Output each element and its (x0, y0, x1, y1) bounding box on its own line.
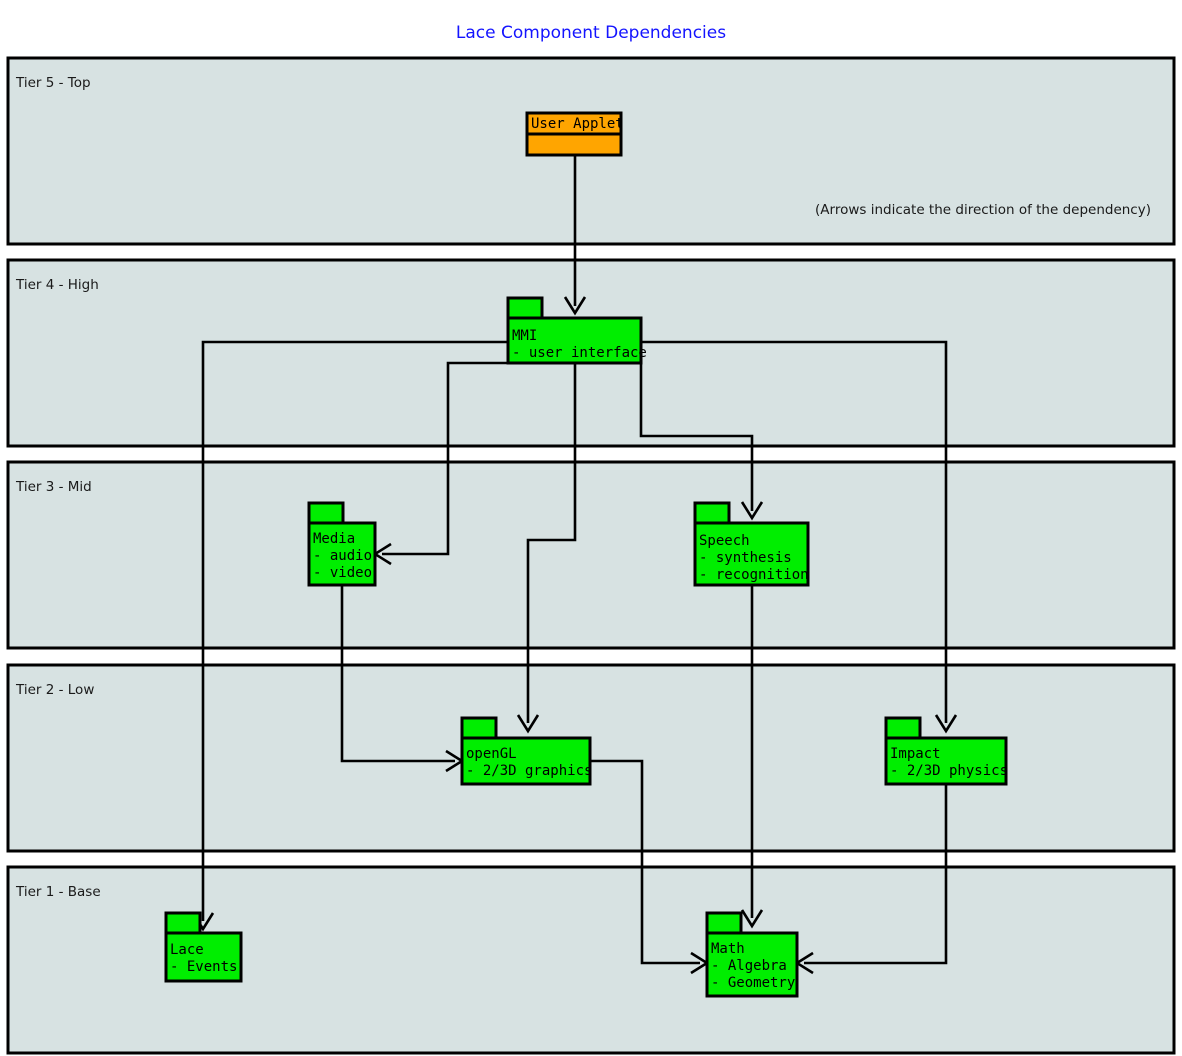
package-name: openGL (466, 746, 517, 762)
dependency-arrowhead (740, 501, 764, 521)
package-item: - Algebra (711, 958, 787, 974)
dependency-line (804, 784, 948, 965)
package-item: - recognition (699, 567, 809, 583)
package-mmi[interactable]: MMI- user interface (506, 296, 647, 365)
package-name: Lace (170, 942, 204, 958)
package-body (693, 521, 810, 587)
package-name: MMI (512, 328, 537, 344)
package-name: Media (313, 531, 355, 547)
dependency-line (526, 363, 577, 723)
package-item: - 2/3D graphics (466, 763, 592, 779)
package-body (307, 521, 377, 587)
dep-mmi-speech (639, 363, 764, 521)
dep-speech-math (740, 585, 764, 929)
package-name: Speech (699, 533, 750, 549)
tier-tier3: Tier 3 - Mid (6, 460, 1176, 650)
package-name: User Applet (531, 116, 624, 132)
package-body (460, 736, 592, 786)
package-lace[interactable]: Lace- Events (164, 911, 243, 983)
package-body (164, 931, 243, 983)
package-item: - synthesis (699, 550, 792, 566)
dep-mmi-opengl (516, 363, 577, 734)
package-tab (693, 501, 731, 525)
dependency-line (382, 361, 508, 556)
package-user-applet[interactable]: User Applet (525, 111, 624, 157)
package-tab (164, 911, 202, 935)
package-body (705, 931, 799, 998)
page-title: Lace Component Dependencies (456, 23, 726, 43)
dependency-line (590, 759, 700, 965)
package-impact[interactable]: Impact- 2/3D physics (884, 716, 1008, 786)
package-opengl[interactable]: openGL- 2/3D graphics (460, 716, 592, 786)
tier-background (6, 460, 1176, 650)
tier-label: Tier 1 - Base (15, 884, 101, 900)
dependency-line (340, 585, 455, 763)
package-item: - user interface (512, 345, 647, 361)
package-tab (884, 716, 922, 740)
package-tab (307, 501, 345, 525)
package-name: Impact (890, 746, 941, 762)
package-speech[interactable]: Speech- synthesis- recognition (693, 501, 810, 587)
package-item: - Geometry (711, 975, 795, 991)
package-name: Math (711, 941, 745, 957)
dependency-arrowhead (740, 909, 764, 929)
dependency-arrowhead (934, 714, 958, 734)
package-item: - 2/3D physics (890, 763, 1008, 779)
package-math[interactable]: Math- Algebra- Geometry (705, 911, 799, 998)
tier-label: Tier 5 - Top (15, 75, 91, 91)
package-body (884, 736, 1008, 786)
dependency-arrowhead (516, 714, 540, 734)
package-item: - video (313, 565, 372, 581)
package-body (525, 132, 623, 157)
package-tab (705, 911, 743, 935)
package-media[interactable]: Media- audio- video (307, 501, 377, 587)
dependency-line (639, 363, 754, 511)
package-item: - Events (170, 959, 237, 975)
dependency-line (641, 340, 948, 723)
tier-label: Tier 4 - High (15, 277, 99, 293)
package-body (506, 316, 643, 365)
dependency-arrowhead (563, 296, 587, 316)
package-tab (506, 296, 544, 320)
tier-label: Tier 3 - Mid (15, 479, 92, 495)
dep-userapplet-mmi (563, 155, 587, 316)
dep-mmi-impact (641, 340, 958, 734)
tier-label: Tier 2 - Low (15, 682, 94, 698)
dependency-line (201, 340, 508, 921)
package-item: - audio (313, 548, 372, 564)
arrows-note: (Arrows indicate the direction of the de… (815, 202, 1151, 218)
package-tab (460, 716, 498, 740)
